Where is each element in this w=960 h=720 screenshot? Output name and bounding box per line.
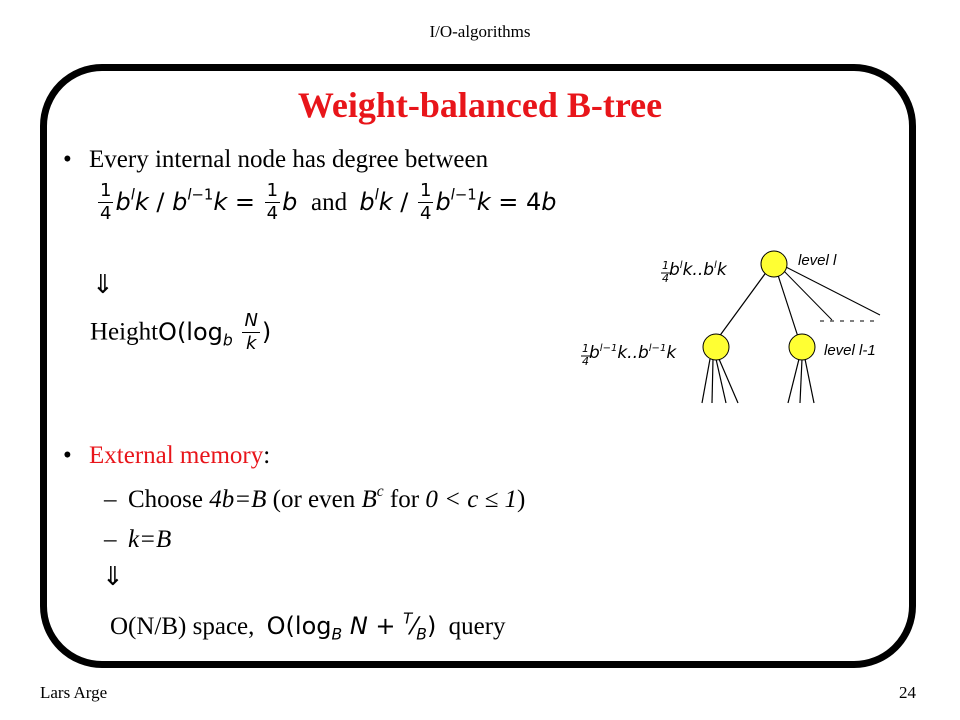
- bullet-dot: •: [63, 442, 72, 469]
- query-label: query: [448, 613, 506, 640]
- footer-author: Lars Arge: [40, 683, 108, 702]
- choose-close: ): [517, 486, 526, 513]
- slide-title: Weight-balanced B-tree: [297, 85, 663, 125]
- level-top-label: level l: [798, 252, 837, 269]
- child-edge: [718, 358, 739, 404]
- external-memory-colon: :: [263, 442, 271, 469]
- space-bound: O(N/B) space,: [110, 613, 255, 640]
- implies-arrow-2: ⇓: [102, 562, 124, 592]
- choose-expr: 4b=B: [209, 486, 267, 513]
- bullet-dot: •: [63, 146, 72, 173]
- child-edge: [804, 358, 815, 404]
- tree-edge-right: [775, 268, 801, 344]
- slide-header: I/O-algorithms: [429, 22, 531, 41]
- slide-frame: [40, 64, 916, 668]
- tree-root-node: [760, 250, 788, 278]
- bullet-degree: • Every internal node has degree between: [63, 146, 488, 174]
- sub-bullet-k: –k=B: [104, 526, 171, 554]
- tree-edge-extra-1: [779, 266, 833, 321]
- bullet-degree-text: Every internal node has degree between: [89, 146, 489, 173]
- tree-child-node-left: [702, 333, 730, 361]
- child-edge: [715, 358, 727, 404]
- query-formula: O(logB N + T⁄B): [266, 609, 437, 644]
- choose-for: for: [383, 486, 426, 513]
- bullet-external-memory: • External memory:: [63, 442, 270, 470]
- result-line: O(N/B) space, O(logB N + T⁄B) query: [110, 609, 506, 644]
- tree-edge-extra-2: [781, 264, 881, 316]
- sub-dash: –: [104, 526, 117, 553]
- choose-middle: (or even: [266, 486, 362, 513]
- footer-page-number: 24: [899, 683, 916, 702]
- tree-child-node-right: [788, 333, 816, 361]
- child-edge: [799, 358, 803, 404]
- external-memory-label: External memory: [89, 442, 264, 469]
- choose-cond: 0 < c ≤ 1: [425, 486, 518, 513]
- level-bottom-label: level l-1: [824, 342, 876, 359]
- height-label: Height: [90, 318, 159, 346]
- choose-base: B: [361, 486, 377, 513]
- sub-dash: –: [104, 486, 117, 513]
- choose-exp: c: [376, 483, 384, 501]
- sub-bullet-choose: –Choose 4b=B (or even Bc for 0 < c ≤ 1): [104, 483, 526, 514]
- child-edge: [787, 358, 800, 404]
- implies-arrow-1: ⇓: [92, 270, 114, 300]
- tree-edge-left: [712, 266, 771, 346]
- child-edge: [711, 358, 714, 404]
- k-expr: k=B: [128, 526, 172, 553]
- connector-and: and: [311, 188, 348, 216]
- child-edge: [701, 358, 711, 404]
- choose-prefix: Choose: [128, 486, 210, 513]
